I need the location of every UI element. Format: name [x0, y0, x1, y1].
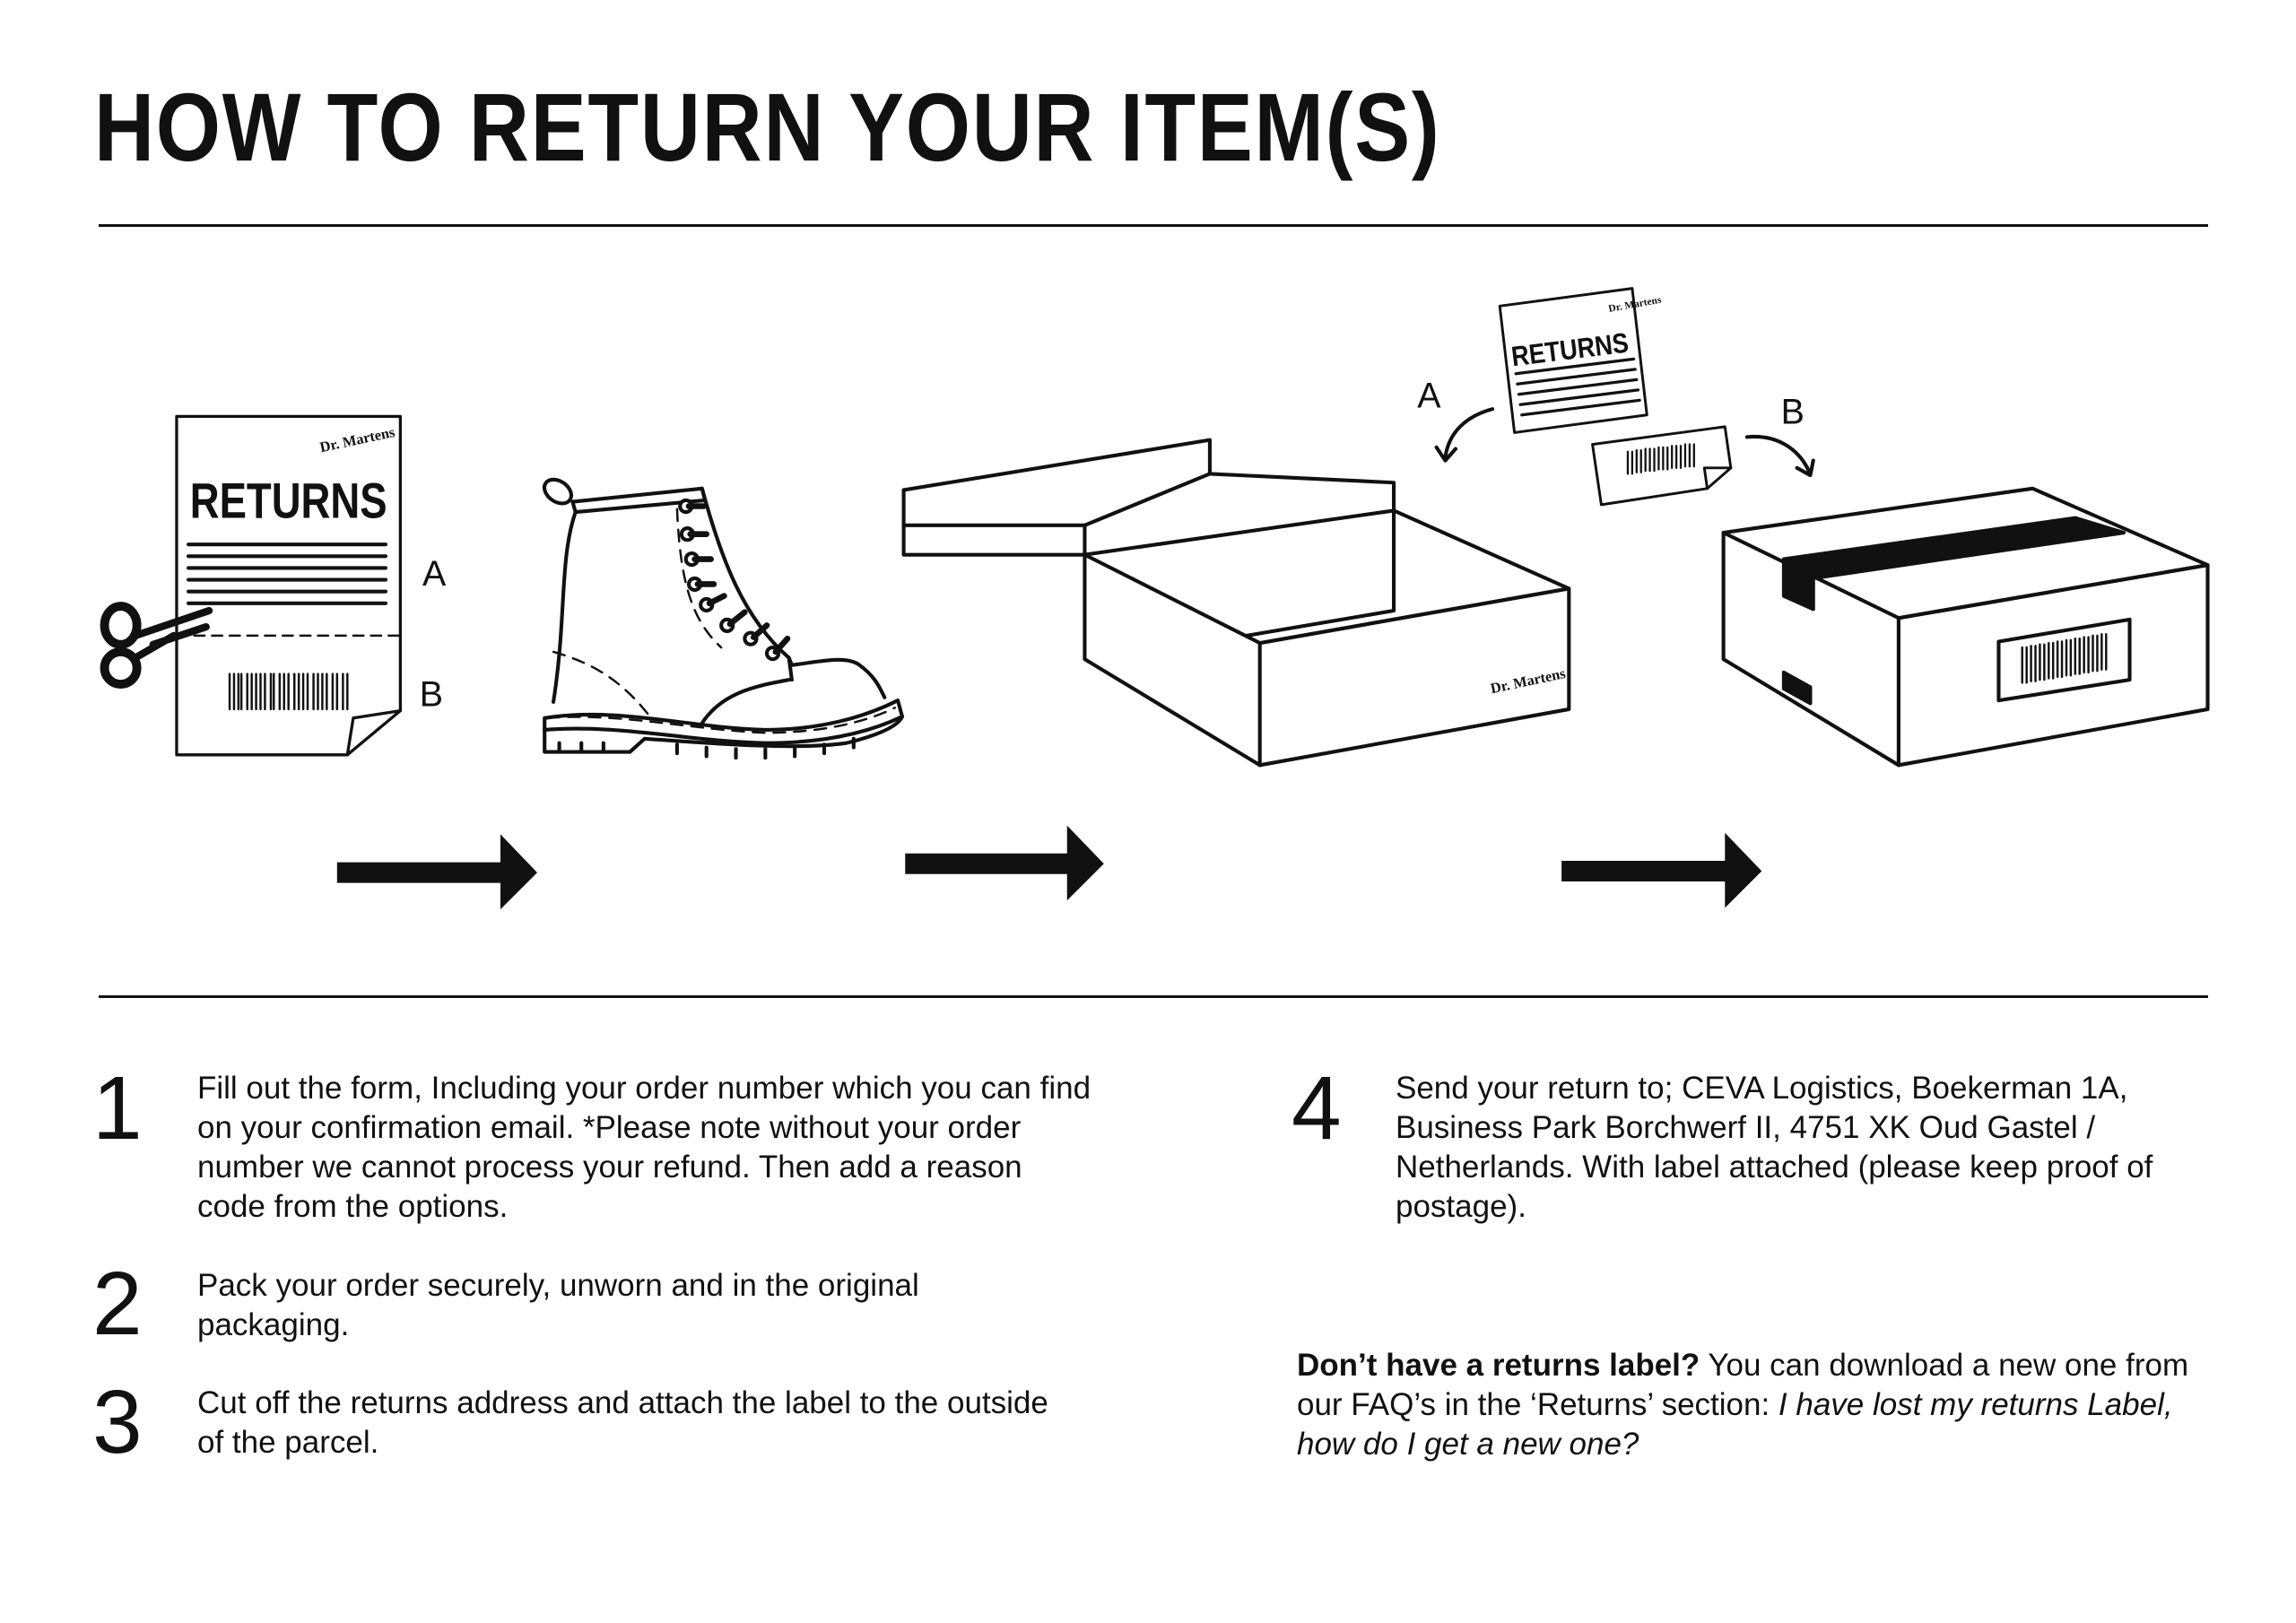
barcode	[228, 673, 349, 711]
returns-form: RETURNS Dr. Martens	[175, 414, 403, 757]
curved-arrow-icon	[1434, 407, 1815, 478]
label-a-small: A	[1417, 377, 1441, 416]
missing-label-note: Don’t have a returns label? You can down…	[1297, 1346, 2194, 1464]
step-text: Cut off the returns address and attach t…	[197, 1385, 1048, 1460]
divider-bottom	[99, 995, 2208, 998]
scissors-icon	[100, 602, 213, 689]
arrow-right-icon	[336, 834, 537, 910]
open-shoebox: Dr. Martens	[901, 438, 1571, 768]
returns-form-small: RETURNS Dr. Martens	[1498, 287, 1663, 434]
label-b-small: B	[1781, 393, 1805, 432]
note-text: You can download a new one from our FAQ’…	[1297, 1348, 2189, 1422]
page-title: HOW TO RETURN YOUR ITEM(S)	[94, 73, 1441, 181]
step-number: 3	[92, 1372, 143, 1472]
step-number: 2	[92, 1254, 143, 1354]
step-text: Fill out the form, Including your order …	[197, 1071, 1091, 1224]
label-a: A	[422, 554, 447, 594]
step-number: 4	[1292, 1058, 1342, 1159]
arrow-right-icon	[905, 825, 1104, 901]
boot	[542, 477, 905, 760]
step-number: 1	[92, 1058, 143, 1159]
faq-question: I have lost my returns Label, how do I g…	[1297, 1387, 2173, 1462]
note-heading: Don’t have a returns label?	[1297, 1348, 1700, 1383]
barcode-label	[1591, 425, 1733, 507]
divider-top	[99, 224, 2208, 227]
sealed-parcel	[1721, 486, 2210, 768]
label-b: B	[420, 675, 443, 715]
arrow-right-icon	[1561, 832, 1762, 908]
brand-logo: Dr. Martens	[1489, 664, 1567, 697]
step-text: Pack your order securely, unworn and in …	[197, 1268, 919, 1342]
form-title: RETURNS	[190, 473, 387, 529]
step-text: Send your return to; CEVA Logistics, Boe…	[1396, 1071, 2153, 1224]
